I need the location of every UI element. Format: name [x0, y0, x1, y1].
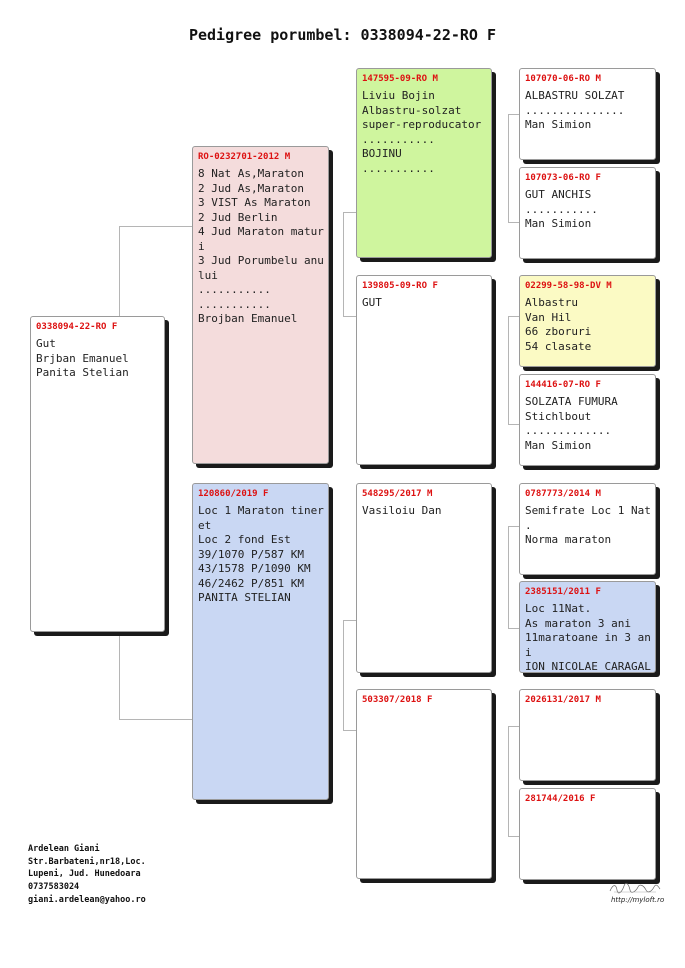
dam-sire-dam-card[interactable]: 2385151/2011 F Loc 11Nat. As maraton 3 a… [519, 581, 656, 673]
dam-ring-number: 120860/2019 F [198, 489, 269, 499]
breeder-name: Ardelean Giani [28, 844, 100, 854]
sire-dam-card[interactable]: 139805-09-RO F GUT [356, 275, 492, 465]
dam-sire-card[interactable]: 548295/2017 M Vasiloiu Dan [356, 483, 492, 673]
subject-details: Gut Brjban Emanuel Panita Stelian [36, 337, 159, 381]
sire-sire-dam-ring-number: 107073-06-RO F [525, 173, 601, 183]
connector-line [508, 114, 519, 115]
dam-sire-ring-number: 548295/2017 M [362, 489, 433, 499]
subject-ring-number: 0338094-22-RO F [36, 322, 118, 332]
myloft-logo-icon [609, 882, 661, 894]
connector-line [508, 526, 519, 527]
connector-line [508, 726, 519, 727]
connector-line [508, 222, 519, 223]
sire-sire-card[interactable]: 147595-09-RO M Liviu Bojin Albastru-solz… [356, 68, 492, 258]
connector-line [119, 636, 120, 719]
dam-dam-ring-number: 503307/2018 F [362, 695, 433, 705]
sire-dam-sire-details: Albastru Van Hil 66 zboruri 54 clasate [525, 296, 592, 353]
dam-sire-dam-details: Loc 11Nat. As maraton 3 ani 11maratoane … [525, 602, 651, 673]
sire-dam-dam-card[interactable]: 144416-07-RO F SOLZATA FUMURA Stichlbout… [519, 374, 656, 466]
sire-sire-dam-card[interactable]: 107073-06-RO F GUT ANCHIS ........... Ma… [519, 167, 656, 259]
connector-line [343, 212, 356, 213]
connector-line [508, 114, 509, 222]
subject-card[interactable]: 0338094-22-RO F Gut Brjban Emanuel Panit… [30, 316, 165, 632]
dam-dam-dam-ring-number: 281744/2016 F [525, 794, 596, 804]
sire-sire-dam-details: GUT ANCHIS ........... Man Simion [525, 188, 598, 230]
dam-dam-card[interactable]: 503307/2018 F [356, 689, 492, 879]
sire-dam-sire-ring-number: 02299-58-98-DV M [525, 281, 612, 291]
dam-details: Loc 1 Maraton tiner et Loc 2 fond Est 39… [198, 504, 324, 604]
sire-sire-sire-card[interactable]: 107070-06-RO M ALBASTRU SOLZAT .........… [519, 68, 656, 160]
connector-line [508, 836, 519, 837]
sire-ring-number: RO-0232701-2012 M [198, 152, 291, 162]
sire-dam-dam-ring-number: 144416-07-RO F [525, 380, 601, 390]
connector-line [508, 316, 519, 317]
sire-details: 8 Nat As,Maraton 2 Jud As,Maraton 3 VIST… [198, 167, 324, 325]
connector-line [119, 719, 192, 720]
sire-sire-details: Liviu Bojin Albastru-solzat super-reprod… [362, 89, 482, 175]
dam-dam-dam-card[interactable]: 281744/2016 F [519, 788, 656, 880]
breeder-info: Ardelean Giani Str.Barbateni,nr18,Loc. L… [28, 843, 146, 907]
dam-sire-sire-card[interactable]: 0787773/2014 M Semifrate Loc 1 Nat . Nor… [519, 483, 656, 575]
connector-line [508, 526, 509, 628]
dam-sire-sire-details: Semifrate Loc 1 Nat . Norma maraton [525, 504, 651, 546]
breeder-address: Str.Barbateni,nr18,Loc. [28, 856, 146, 867]
connector-line [508, 316, 509, 424]
dam-dam-sire-ring-number: 2026131/2017 M [525, 695, 601, 705]
connector-line [343, 730, 356, 731]
sire-dam-details: GUT [362, 296, 382, 309]
breeder-phone: 0737583024 [28, 882, 80, 893]
subject-line: Brjban Emanuel [36, 351, 129, 365]
connector-line [119, 226, 192, 227]
sire-dam-ring-number: 139805-09-RO F [362, 281, 438, 291]
connector-line [343, 316, 356, 317]
sire-dam-dam-details: SOLZATA FUMURA Stichlbout ............. … [525, 395, 618, 452]
sire-sire-ring-number: 147595-09-RO M [362, 74, 438, 84]
dam-sire-dam-ring-number: 2385151/2011 F [525, 587, 601, 597]
connector-line [508, 628, 519, 629]
subject-line: Gut [36, 337, 56, 350]
dam-card[interactable]: 120860/2019 F Loc 1 Maraton tiner et Loc… [192, 483, 329, 800]
page-title: Pedigree porumbel: 0338094-22-RO F [188, 26, 497, 44]
breeder-address: Lupeni, Jud. Hunedoara [28, 869, 141, 880]
connector-line [508, 726, 509, 836]
sire-card[interactable]: RO-0232701-2012 M 8 Nat As,Maraton 2 Jud… [192, 146, 329, 464]
connector-line [119, 226, 120, 316]
connector-line [343, 620, 344, 730]
dam-sire-sire-ring-number: 0787773/2014 M [525, 489, 601, 499]
sire-dam-sire-card[interactable]: 02299-58-98-DV M Albastru Van Hil 66 zbo… [519, 275, 656, 367]
connector-line [343, 212, 344, 316]
site-url-link[interactable]: http://myloft.ro [611, 896, 665, 904]
sire-sire-sire-details: ALBASTRU SOLZAT ............... Man Simi… [525, 89, 625, 131]
connector-line [343, 620, 356, 621]
dam-sire-details: Vasiloiu Dan [362, 504, 442, 517]
dam-dam-sire-card[interactable]: 2026131/2017 M [519, 689, 656, 781]
subject-line: Panita Stelian [36, 366, 129, 379]
sire-sire-sire-ring-number: 107070-06-RO M [525, 74, 601, 84]
connector-line [508, 424, 519, 425]
breeder-email[interactable]: giani.ardelean@yahoo.ro [28, 894, 146, 905]
